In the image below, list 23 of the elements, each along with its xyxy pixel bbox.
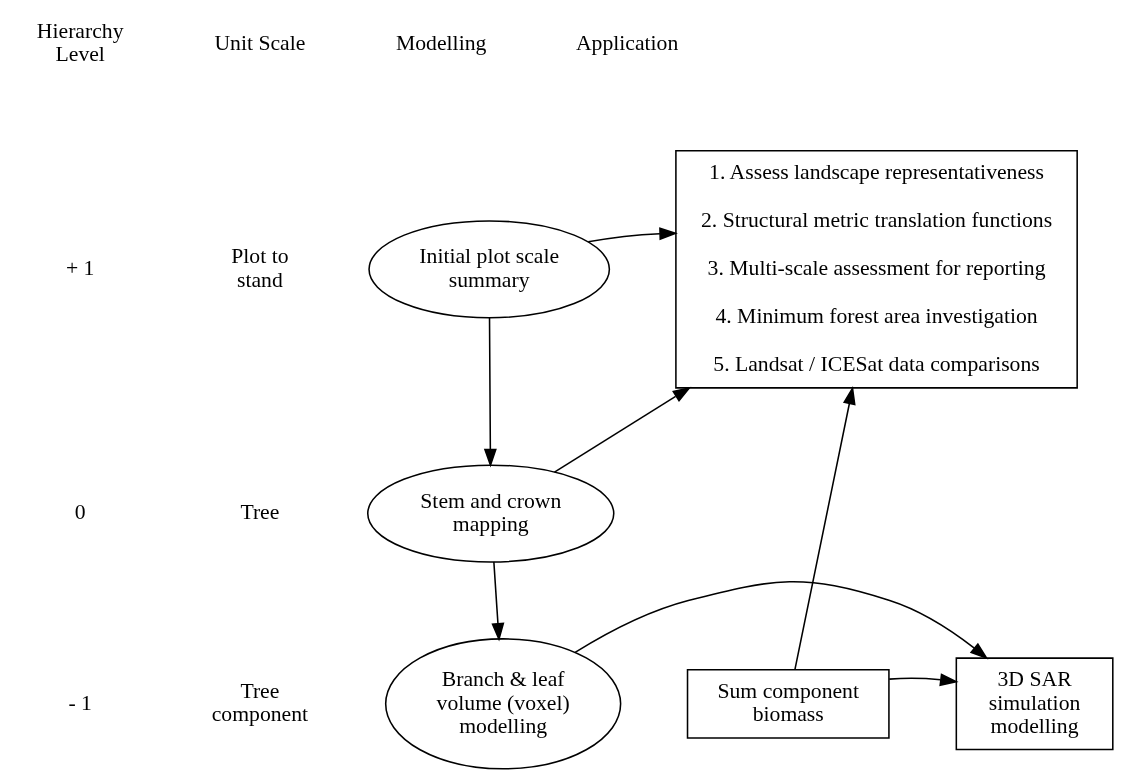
arrow — [490, 561, 504, 642]
node-box: 3D SAR simulation modelling — [955, 657, 1114, 751]
arrow — [573, 581, 988, 660]
label: Tree — [239, 500, 279, 525]
label: Application — [575, 30, 678, 55]
node-box: Sum component biomass — [686, 669, 890, 739]
label: Modelling — [395, 30, 486, 55]
node-box: 1. Assess landscape representativeness 2. Structural metric translation functions 3. Multi-scale assessment for reporting 4. Minimum forest area investigation 5. Landsat / ICESat data comparisons — [674, 150, 1078, 389]
label: Hierarchy Level — [36, 19, 124, 67]
arrow — [553, 386, 691, 473]
arrow — [483, 317, 497, 468]
label: 0 — [74, 500, 86, 525]
label: + 1 — [65, 256, 94, 281]
label: - 1 — [67, 690, 92, 715]
label: Tree component — [211, 678, 308, 727]
node-ellipse: Branch & leaf volume (voxel) modelling — [384, 638, 621, 770]
arrow — [887, 673, 959, 687]
node-ellipse: Initial plot scale summary — [367, 220, 610, 319]
node-ellipse: Stem and crown mapping — [366, 464, 615, 563]
label: Unit Scale — [213, 30, 305, 55]
arrow — [587, 227, 678, 243]
label: Plot to stand — [230, 244, 289, 292]
arrow — [793, 385, 856, 671]
